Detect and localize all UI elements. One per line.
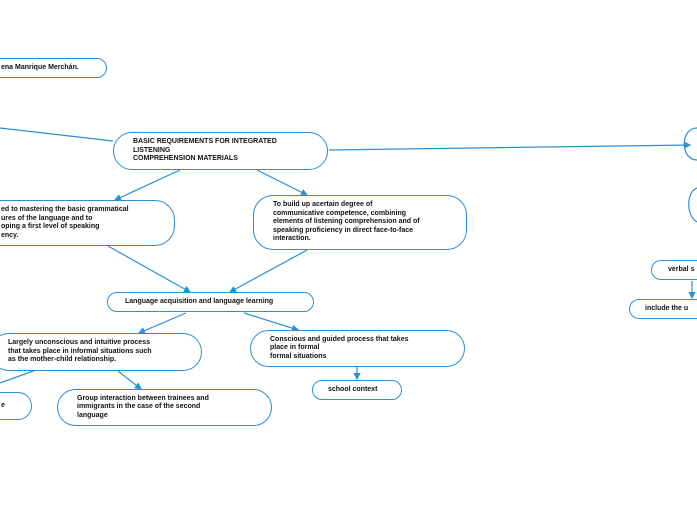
link-acquisition-to-unconscious (137, 312, 187, 334)
node-unconscious-text: Largely unconscious and intuitive proces… (8, 339, 152, 364)
link-right-goal-to-acquisition (228, 249, 308, 293)
node-include-text: include the u (645, 304, 689, 312)
node-right-goal[interactable]: To build up acertain degree of communica… (253, 195, 467, 250)
node-unconscious[interactable]: Largely unconscious and intuitive proces… (0, 333, 202, 371)
node-school-context-text: school context (328, 385, 378, 393)
node-acquisition-text: Language acquisition and language learni… (125, 297, 274, 305)
node-left-goal[interactable]: ed to mastering the basic grammatical ur… (0, 200, 175, 246)
node-partial-left[interactable]: e (0, 392, 32, 420)
node-school-context[interactable]: school context (312, 380, 402, 400)
link-central-to-right-goal (256, 169, 309, 196)
node-include[interactable]: include the u (629, 299, 697, 319)
node-verbal[interactable]: verbal s (651, 260, 697, 280)
node-conscious-text: Conscious and guided process that takes … (270, 335, 409, 360)
node-partial-left-text: e (1, 401, 5, 409)
node-verbal-text: verbal s (668, 265, 695, 273)
node-group-interaction[interactable]: Group interaction between trainees and i… (57, 389, 272, 426)
link-unconscious-to-group (117, 370, 142, 390)
node-central-topic-text: BASIC REQUIREMENTS FOR INTEGRATED LISTEN… (133, 138, 277, 163)
node-author-text: ena Manrique Merchán. (1, 63, 79, 71)
link-central-to-left-goal (113, 169, 181, 201)
link-acquisition-to-conscious (243, 312, 300, 332)
node-central-topic[interactable]: BASIC REQUIREMENTS FOR INTEGRATED LISTEN… (113, 132, 328, 170)
node-group-interaction-text: Group interaction between trainees and i… (77, 394, 209, 419)
node-left-goal-text: ed to mastering the basic grammatical ur… (1, 206, 129, 239)
link-unconscious-to-partial (0, 369, 37, 384)
link-left-goal-to-acquisition (107, 245, 192, 293)
node-right-mid-partial (688, 187, 697, 223)
node-right-top-partial (683, 127, 697, 161)
node-acquisition[interactable]: Language acquisition and language learni… (107, 292, 314, 312)
link-offscreen-to-central (0, 127, 114, 142)
node-right-goal-text: To build up acertain degree of communica… (273, 201, 420, 243)
node-conscious[interactable]: Conscious and guided process that takes … (250, 330, 465, 367)
link-central-to-right-offscreen (328, 141, 692, 151)
node-author[interactable]: ena Manrique Merchán. (0, 58, 107, 78)
